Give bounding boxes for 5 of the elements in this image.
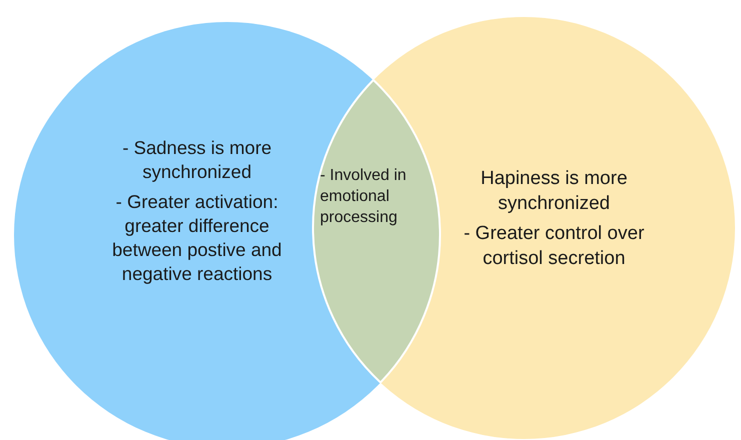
venn-text: Hapiness is more synchronized bbox=[480, 167, 628, 216]
venn-text: - Greater control over cortisol secretion bbox=[462, 222, 646, 272]
venn-text: - Involved in emotional processing bbox=[320, 166, 408, 228]
venn-text: - Greater activation: greater difference between postive and negative reactions bbox=[111, 190, 283, 286]
venn-text: - Sadness is more synchronized bbox=[121, 136, 273, 184]
